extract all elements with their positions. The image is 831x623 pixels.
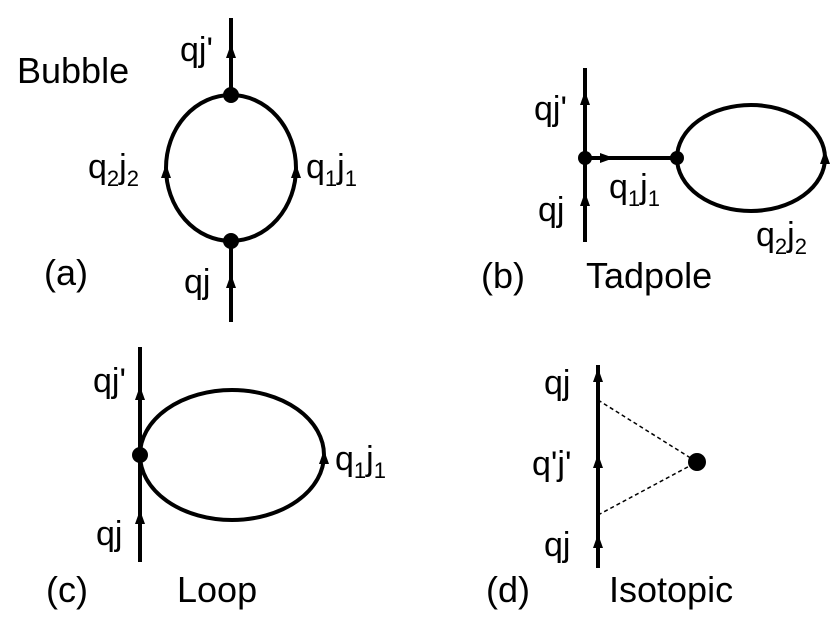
panel-c-vertex — [132, 447, 148, 463]
panel-a-bubble-diagram — [161, 18, 301, 322]
panel-a-vertex-bottom — [223, 233, 239, 249]
panel-c-title: Loop — [177, 569, 258, 610]
panel-b-loop-label: q2j2 — [756, 216, 807, 259]
panel-a-arrow-bottom — [226, 274, 236, 288]
panel-b-bottom-label: qj — [538, 191, 565, 229]
panel-b-top-label: qj' — [534, 90, 567, 128]
panel-c-letter: (c) — [46, 569, 88, 610]
panel-a-left-label: q2j2 — [88, 148, 139, 191]
panel-c-top-label: qj' — [93, 362, 126, 400]
panel-b-tadpole-diagram — [578, 68, 830, 242]
panel-b-arrow-top — [580, 91, 590, 105]
panel-c-bottom-label: qj — [96, 515, 123, 553]
panel-b-arrow-loop — [820, 150, 830, 164]
panel-b-letter: (b) — [481, 255, 525, 296]
panel-c-arrow-loop — [319, 450, 329, 464]
panel-d-bottom-label: qj — [544, 526, 571, 564]
panel-c-arrow-top — [135, 386, 145, 400]
panel-d-dashed-lower — [597, 461, 698, 516]
panel-d-letter: (d) — [486, 569, 530, 610]
panel-a-vertex-top — [223, 87, 239, 103]
panel-d-top-label: qj — [544, 364, 571, 402]
panel-b-tadpole-loop — [675, 103, 827, 213]
panel-a-bottom-label: qj — [184, 263, 211, 301]
panel-d-arrow-bottom — [593, 534, 603, 548]
panel-c-arrow-bottom — [135, 510, 145, 524]
panel-d-middle-label: q'j' — [532, 445, 572, 483]
panel-c-loop-diagram — [132, 347, 329, 562]
panel-b-vertex-loop — [670, 151, 684, 165]
panel-a-arrow-right — [291, 164, 301, 178]
panel-d-dashed-upper — [597, 399, 698, 463]
panel-d-isotopic-diagram — [593, 365, 706, 568]
panel-a-title: Bubble — [17, 50, 130, 91]
panel-d-impurity-dot — [688, 453, 706, 471]
panel-b-arrow-stem — [600, 153, 614, 163]
panel-b-stem-label: q1j1 — [609, 168, 660, 211]
panel-d-arrow-top — [593, 368, 603, 382]
panel-a-bubble-loop — [164, 93, 298, 243]
panel-b-arrow-bottom — [580, 192, 590, 206]
panel-a-arrow-top — [226, 44, 236, 58]
panel-b-vertex-main — [578, 151, 592, 165]
panel-a-top-label: qj' — [180, 31, 213, 69]
panel-a-right-label: q1j1 — [306, 148, 357, 191]
panel-b-title: Tadpole — [586, 255, 713, 296]
panel-c-loop — [138, 388, 326, 522]
panel-a-arrow-left — [161, 164, 171, 178]
panel-c-loop-label: q1j1 — [335, 440, 386, 483]
panel-a-letter: (a) — [44, 252, 88, 293]
panel-d-title: Isotopic — [609, 569, 734, 610]
panel-d-arrow-middle — [593, 454, 603, 468]
